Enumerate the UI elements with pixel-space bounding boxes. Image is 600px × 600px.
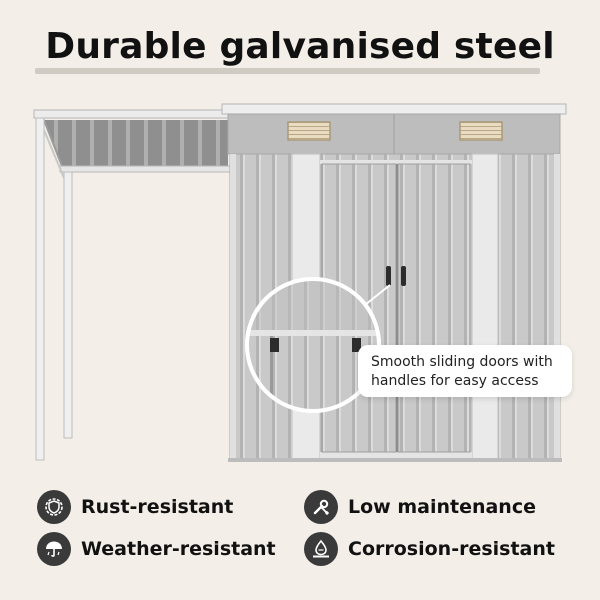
wrench-screwdriver-icon xyxy=(304,490,338,524)
feature-label: Low maintenance xyxy=(348,496,536,518)
callout-line-1: Smooth sliding doors with xyxy=(371,354,553,370)
left-door-handle xyxy=(386,266,391,286)
right-vent-icon xyxy=(459,121,503,141)
sliding-door-callout: Smooth sliding doors with handles for ea… xyxy=(358,345,572,397)
rust-shield-icon xyxy=(37,490,71,524)
feature-rust-resistant: Rust-resistant xyxy=(37,490,233,524)
feature-low-maintenance: Low maintenance xyxy=(304,490,536,524)
feature-weather-resistant: Weather-resistant xyxy=(37,532,276,566)
umbrella-rain-icon xyxy=(37,532,71,566)
lean-to-canopy xyxy=(33,109,235,461)
page-title: Durable galvanised steel xyxy=(45,26,555,67)
title-underline xyxy=(35,68,540,74)
feature-label: Corrosion-resistant xyxy=(348,538,555,560)
feature-label: Weather-resistant xyxy=(81,538,276,560)
right-door-handle xyxy=(401,266,406,286)
feature-label: Rust-resistant xyxy=(81,496,234,518)
corrosion-drop-icon xyxy=(304,532,338,566)
feature-corrosion-resistant: Corrosion-resistant xyxy=(304,532,555,566)
shed-illustration xyxy=(33,103,567,462)
left-vent-icon xyxy=(287,121,331,141)
shed-body xyxy=(221,103,567,462)
callout-line-2: handles for easy access xyxy=(371,373,539,389)
